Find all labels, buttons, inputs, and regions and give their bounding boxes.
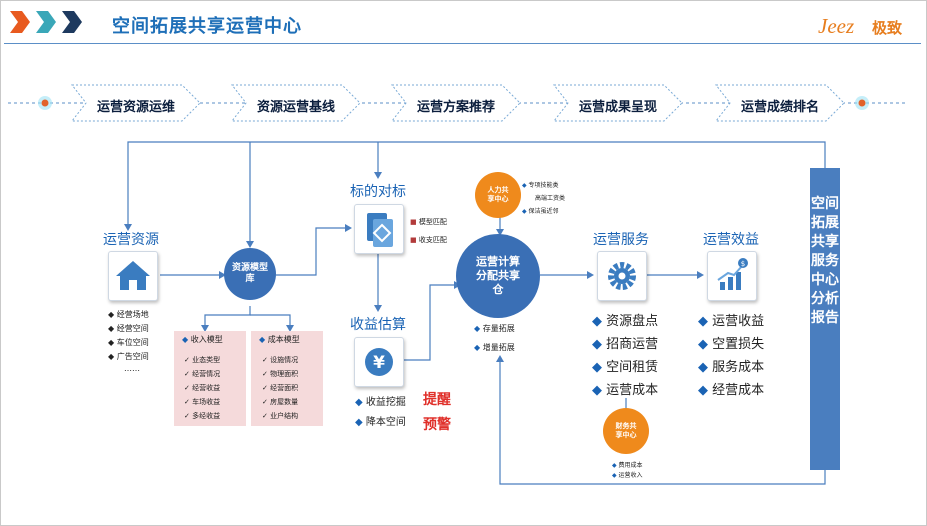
income-item-2: ✓ 经营情况: [184, 370, 221, 378]
estimate-item-2: ◆ 降本空间: [355, 417, 406, 428]
page-title: 空间拓展共享运营中心: [112, 16, 302, 37]
hr-item-1: ◆ 专项技能类: [522, 182, 559, 189]
header-divider: [4, 43, 921, 44]
resources-item-3: ◆ 车位空间: [108, 338, 149, 347]
benefit-item-4: ◆ 经营成本: [698, 383, 765, 398]
cost-item-2: ✓ 物理面积: [262, 370, 299, 378]
yen-icon: ¥: [365, 348, 393, 376]
service-icon-box: [597, 251, 647, 301]
svg-text:¥: ¥: [373, 353, 385, 373]
resources-item-5: ……: [124, 364, 140, 373]
header-chevrons: [10, 11, 82, 33]
benefit-item-2: ◆ 空置损失: [698, 337, 765, 352]
benefit-title: 运营效益: [703, 232, 759, 248]
timeline-end-dot: [858, 99, 866, 107]
warehouse-item-2: ◆ 增量拓展: [474, 343, 515, 352]
finance-item-1: ◆ 费用成本: [612, 462, 643, 469]
cost-model-box: [251, 331, 323, 426]
service-item-1: ◆ 资源盘点: [592, 314, 659, 329]
finance-center-circle: 财务共享中心: [603, 408, 649, 454]
hr-item-3: ◆ 保洁虽近邻: [522, 208, 559, 215]
warehouse-item-1: ◆ 存量拓展: [474, 324, 515, 333]
benefit-icon-box: $: [707, 251, 757, 301]
timeline-start-dot: [41, 99, 49, 107]
estimate-item-1: ◆ 收益挖掘: [355, 397, 406, 408]
stage-1: 运营资源运维: [96, 100, 175, 115]
service-title: 运营服务: [593, 232, 649, 248]
house-icon: [116, 261, 150, 290]
cost-item-1: ✓ 设施情况: [262, 356, 299, 364]
service-item-4: ◆ 运营成本: [592, 383, 659, 398]
estimate-title: 收益估算: [350, 317, 406, 333]
document-compare-icon: [367, 213, 393, 247]
income-model-box: [174, 331, 246, 426]
hr-center-circle: 人力共享中心: [475, 172, 521, 218]
resources-icon-box: [108, 251, 158, 301]
stage-2: 资源运营基线: [256, 100, 335, 115]
benefit-item-1: ◆ 运营收益: [698, 314, 765, 329]
warehouse-circle: 运营计算分配共享仓: [456, 234, 540, 318]
resources-item-1: ◆ 经营场地: [108, 310, 149, 319]
benchmark-item-1: ■ 模型匹配: [410, 218, 447, 226]
gear-icon: [608, 262, 636, 290]
resources-item-2: ◆ 经营空间: [108, 324, 149, 333]
alert-remind: 提醒: [423, 392, 451, 408]
brand-logo: Jeez: [818, 14, 855, 38]
brand-logo-cn: 极致: [872, 19, 903, 37]
benchmark-item-2: ■ 收支匹配: [410, 236, 447, 244]
cost-item-5: ✓ 业户结构: [262, 412, 299, 420]
income-item-5: ✓ 多经收益: [184, 412, 221, 420]
growth-chart-icon: $: [717, 258, 748, 290]
benchmark-icon-box: [354, 204, 404, 254]
income-item-1: ✓ 业态类型: [184, 356, 221, 364]
income-model-title: ◆ 收入模型: [182, 335, 223, 344]
report-label: 空间拓展共享服务中心分析报告: [811, 196, 839, 326]
cost-model-title: ◆ 成本模型: [259, 335, 300, 344]
estimate-icon-box: ¥: [354, 337, 404, 387]
finance-item-2: ◆ 运营收入: [612, 472, 643, 479]
resources-title: 运营资源: [103, 232, 159, 248]
benchmark-title: 标的对标: [350, 184, 406, 200]
resource-model-circle: 资源模型库: [224, 248, 276, 300]
stage-3: 运营方案推荐: [416, 100, 495, 115]
income-item-4: ✓ 车场收益: [184, 398, 221, 406]
report-bar: [810, 168, 840, 470]
income-item-3: ✓ 经营收益: [184, 384, 221, 392]
svg-text:$: $: [741, 260, 745, 268]
resources-item-4: ◆ 广告空间: [108, 352, 149, 361]
benefit-item-3: ◆ 服务成本: [698, 360, 765, 375]
stage-4: 运营成果呈现: [578, 100, 657, 115]
stage-5: 运营成绩排名: [740, 100, 819, 115]
cost-item-3: ✓ 经营面积: [262, 384, 299, 392]
service-item-3: ◆ 空间租赁: [592, 360, 659, 375]
alert-warning: 预警: [423, 417, 451, 433]
hr-item-2: 高端工资类: [535, 195, 566, 202]
cost-item-4: ✓ 房屋数量: [262, 398, 299, 406]
service-item-2: ◆ 招商运营: [592, 337, 659, 352]
